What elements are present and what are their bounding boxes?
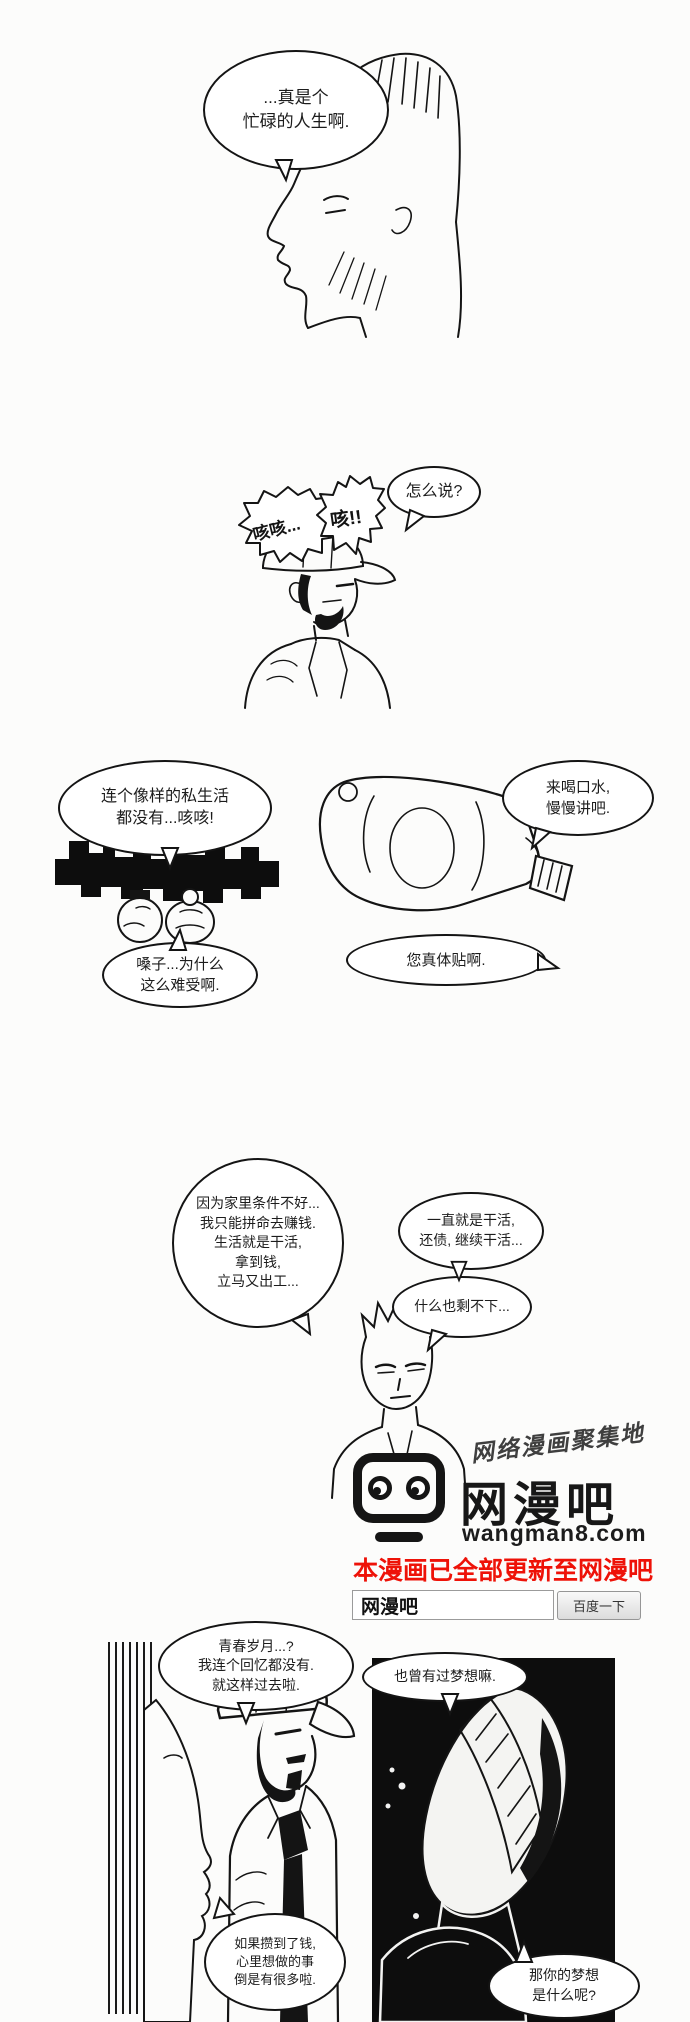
bubble-tail [514,1939,534,1963]
watermark-tagline: 网络漫画聚集地 [469,1419,647,1467]
bubble-tail [212,1895,236,1920]
bubble-how-so: 怎么说? [387,466,481,518]
robot-logo-icon [353,1453,445,1542]
update-notice: 本漫画已全部更新至网漫吧 [353,1557,654,1585]
bubble-nothing-left: 什么也剩不下... [392,1276,532,1338]
water-bottle-sketch [318,775,574,912]
bubble-work-debt: 一直就是干活, 还债, 继续干活... [398,1192,544,1270]
bubble-tail [440,1693,460,1717]
robot-eye-icon [406,1476,430,1500]
bubble-family: 因为家里条件不好... 我只能拼命去赚钱. 生活就是干活, 拿到钱, 立马又出工… [172,1158,344,1328]
cough-burst-b [316,475,386,555]
bubble-your-dream: 那你的梦想 是什么呢? [488,1953,640,2019]
bubble-drink-water: 来喝口水, 慢慢讲吧. [502,760,654,836]
robot-mouth [375,1532,423,1542]
bubble-tail [289,1312,312,1337]
bubble-tail [450,1260,468,1283]
bubble-tail [537,952,561,972]
bubble-busy-life: ...真是个 忙碌的人生啊. [203,50,389,170]
site-name: 网漫吧 [460,1479,620,1532]
search-input[interactable] [352,1590,554,1620]
bubble-throat: 嗓子...为什么 这么难受啊. [102,942,258,1008]
bubble-tail [236,1702,256,1726]
bubble-tail [168,927,188,951]
bubble-tail [274,159,294,183]
bubble-if-saved: 如果攒到了钱, 心里想做的事 倒是有很多啦. [204,1913,346,2011]
city-skyline-silhouette [55,837,279,903]
baidu-search-button[interactable]: 百度一下 [557,1591,641,1620]
robot-eye-icon [368,1476,392,1500]
bubble-no-private-life: 连个像样的私生活 都没有...咳咳! [58,760,272,856]
helmet-man-sketch [378,1687,568,2022]
site-url: wangman8.com [462,1520,647,1546]
bubble-considerate: 您真体贴啊. [346,934,546,986]
bubble-tail [530,826,553,851]
bubble-tail [404,508,426,533]
robot-face [353,1453,445,1523]
bubble-tail [160,847,180,871]
bubble-youth: 青春岁月...? 我连个回忆都没有. 就这样过去啦. [158,1621,354,1711]
bubble-tail [426,1328,449,1353]
cough-sfx-b: 咳!! [328,506,364,533]
